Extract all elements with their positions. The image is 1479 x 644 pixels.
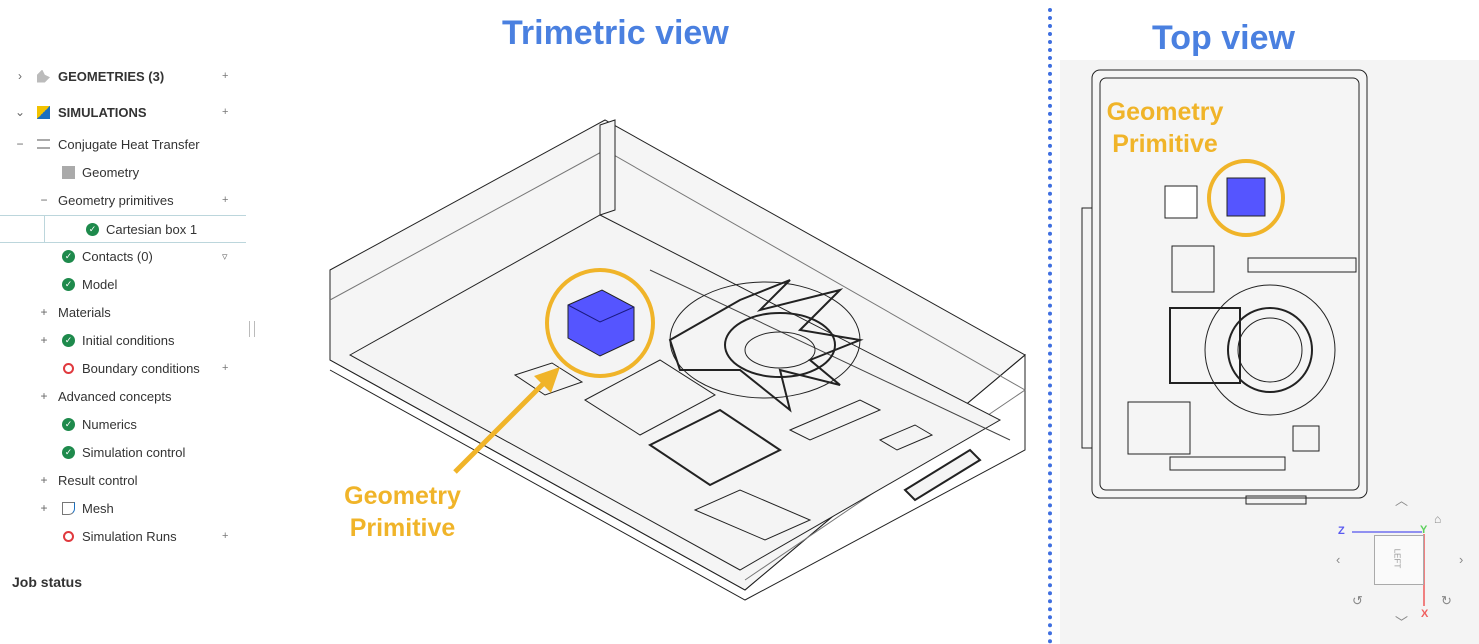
tree-item-initial-conditions[interactable]: + ✓ Initial conditions <box>0 326 246 354</box>
trimetric-annotation: Geometry Primitive <box>330 480 475 544</box>
add-run-button[interactable]: + <box>222 530 229 542</box>
axis-x-label: X <box>1421 608 1429 620</box>
tree-label: SIMULATIONS <box>58 104 147 120</box>
add-geometry-button[interactable]: + <box>222 70 229 82</box>
tree-simulations[interactable]: ⌄ SIMULATIONS + <box>0 98 246 126</box>
mesh-icon <box>62 501 75 515</box>
expand-icon[interactable]: + <box>40 305 48 319</box>
axis-z-label: Z <box>1338 525 1345 537</box>
tree-label: Model <box>82 276 118 292</box>
tree-item-simulation-control[interactable]: ✓ Simulation control <box>0 438 246 466</box>
collapse-icon[interactable]: − <box>40 193 48 207</box>
check-icon: ✓ <box>62 445 75 459</box>
expand-icon[interactable]: + <box>40 501 48 515</box>
error-icon <box>63 362 74 374</box>
tree-guide-line <box>44 216 45 242</box>
annotation-line: Primitive <box>1112 130 1218 158</box>
view-cube-navigator[interactable]: ︿ ⌂ Z Y X LEFT ‹ › ↺ ↻ ﹀ <box>1330 490 1479 644</box>
tree-label: Geometry primitives <box>58 192 174 208</box>
view-cube-face[interactable]: LEFT <box>1374 535 1424 585</box>
tree-label: Result control <box>58 472 138 488</box>
tree-label: GEOMETRIES (3) <box>58 68 165 84</box>
tree-item-geometry-primitives[interactable]: − Geometry primitives + <box>0 186 246 214</box>
check-icon: ✓ <box>62 333 75 347</box>
top-view-title: Top view <box>1152 19 1295 57</box>
axis-y-label: Y <box>1420 524 1428 536</box>
axis-x-line <box>1423 534 1425 606</box>
check-icon: ✓ <box>62 417 75 431</box>
chevron-right-icon[interactable]: › <box>18 69 22 83</box>
pan-left-icon[interactable]: ‹ <box>1336 552 1341 567</box>
annotation-line: Geometry <box>1106 98 1224 126</box>
expand-icon[interactable]: + <box>40 389 48 403</box>
pan-down-icon[interactable]: ﹀ <box>1395 615 1409 630</box>
tree-item-mesh[interactable]: + Mesh <box>0 494 246 522</box>
job-status-heading: Job status <box>12 574 83 590</box>
simulations-icon <box>37 105 50 119</box>
trimetric-viewport[interactable] <box>320 110 1040 610</box>
tree-label: Geometry <box>82 164 140 180</box>
expand-icon[interactable]: + <box>40 333 48 347</box>
rotate-ccw-icon[interactable]: ↺ <box>1352 593 1363 608</box>
check-icon: ✓ <box>86 222 99 236</box>
tree-item-advanced-concepts[interactable]: + Advanced concepts <box>0 382 246 410</box>
geometry-primitive-box <box>567 289 635 357</box>
add-primitive-button[interactable]: + <box>222 194 229 206</box>
tree-item-materials[interactable]: + Materials <box>0 298 246 326</box>
tree-label: Simulation control <box>82 444 186 460</box>
rotate-cw-icon[interactable]: ↻ <box>1441 593 1452 608</box>
tree-label: Initial conditions <box>82 332 175 348</box>
analysis-icon <box>37 139 50 149</box>
check-icon: ✓ <box>62 277 75 291</box>
annotation-arrow <box>453 367 560 474</box>
add-simulation-button[interactable]: + <box>222 106 229 118</box>
collapse-icon[interactable]: − <box>16 137 24 151</box>
tree-label: Boundary conditions <box>82 360 200 376</box>
tree-item-numerics[interactable]: ✓ Numerics <box>0 410 246 438</box>
top-view-annotation: Geometry Primitive <box>1100 96 1230 160</box>
tree-geometries[interactable]: › GEOMETRIES (3) + <box>0 62 246 90</box>
highlight-circle <box>545 268 655 378</box>
geometries-icon <box>37 69 50 83</box>
axis-z-line <box>1352 531 1422 533</box>
tree-label: Simulation Runs <box>82 528 177 544</box>
geometry-icon <box>62 165 75 179</box>
annotation-line: Geometry <box>344 482 461 510</box>
highlight-circle <box>1207 159 1285 237</box>
panel-resize-handle[interactable] <box>249 321 255 337</box>
tree-item-contacts[interactable]: ✓ Contacts (0) ▿ <box>0 242 246 270</box>
pan-right-icon[interactable]: › <box>1459 552 1464 567</box>
view-cube-face-label: LEFT <box>1392 548 1402 569</box>
trimetric-view-title: Trimetric view <box>502 14 729 52</box>
tree-label: Materials <box>58 304 111 320</box>
view-divider <box>1048 8 1052 644</box>
tree-label: Numerics <box>82 416 137 432</box>
tree-item-model[interactable]: ✓ Model <box>0 270 246 298</box>
tree-item-conjugate-heat-transfer[interactable]: − Conjugate Heat Transfer <box>0 130 246 158</box>
tree-item-cartesian-box-1[interactable]: ✓ Cartesian box 1 <box>0 215 246 243</box>
tree-label: Mesh <box>82 500 114 516</box>
error-icon <box>63 530 74 542</box>
tree-label: Conjugate Heat Transfer <box>58 136 200 152</box>
pan-up-icon[interactable]: ︿ <box>1395 493 1409 508</box>
filter-icon[interactable]: ▿ <box>222 250 228 263</box>
top-viewport[interactable]: Geometry Primitive ︿ ⌂ Z Y X LEFT ‹ › ↺ … <box>1060 60 1479 644</box>
home-icon[interactable]: ⌂ <box>1434 512 1442 526</box>
tree-item-simulation-runs[interactable]: Simulation Runs + <box>0 522 246 550</box>
expand-icon[interactable]: + <box>40 473 48 487</box>
top-view-model <box>1081 69 1368 505</box>
annotation-line: Primitive <box>349 514 456 542</box>
chevron-down-icon[interactable]: ⌄ <box>15 105 26 119</box>
geometry-model <box>329 119 1026 601</box>
add-boundary-condition-button[interactable]: + <box>222 362 229 374</box>
geometry-primitive-box-top <box>1226 177 1266 217</box>
tree-label: Advanced concepts <box>58 388 172 404</box>
check-icon: ✓ <box>62 249 75 263</box>
tree-label: Contacts (0) <box>82 248 153 264</box>
tree-item-boundary-conditions[interactable]: Boundary conditions + <box>0 354 246 382</box>
tree-item-result-control[interactable]: + Result control <box>0 466 246 494</box>
tree-label: Cartesian box 1 <box>106 221 198 237</box>
tree-item-geometry[interactable]: Geometry <box>0 158 246 186</box>
